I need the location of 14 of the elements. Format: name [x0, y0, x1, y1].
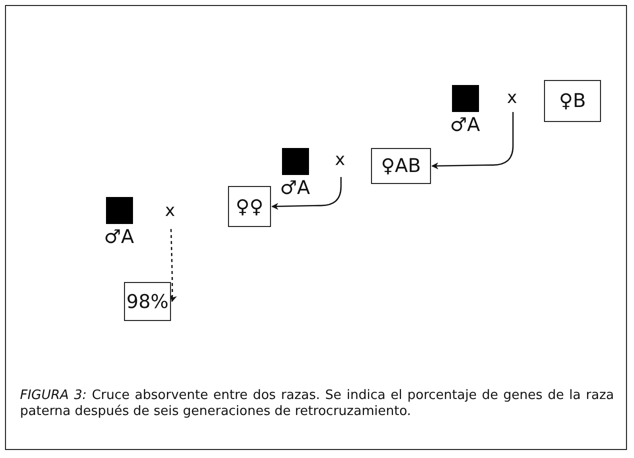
curved-arrow [431, 112, 514, 170]
cross-sign: x [335, 152, 346, 169]
text-box: 98% [124, 282, 171, 321]
male-label: ♂A [280, 179, 310, 198]
curved-arrow [271, 177, 342, 210]
curved-arrow [169, 228, 176, 302]
figure-caption: FIGURA 3: Cruce absorvente entre dos razas. Se indica el porcentaje de genes de la raza paterna después de seis generaciones de retrocruzamiento. [20, 388, 614, 420]
text-box: ♀AB [371, 148, 431, 184]
text-box: ♀♀ [228, 186, 271, 227]
cross-sign: x [165, 203, 176, 220]
cross-sign: x [507, 90, 518, 107]
male-label: ♂A [104, 228, 134, 247]
text-box: ♀B [544, 80, 601, 122]
male-label: ♂A [450, 116, 480, 135]
